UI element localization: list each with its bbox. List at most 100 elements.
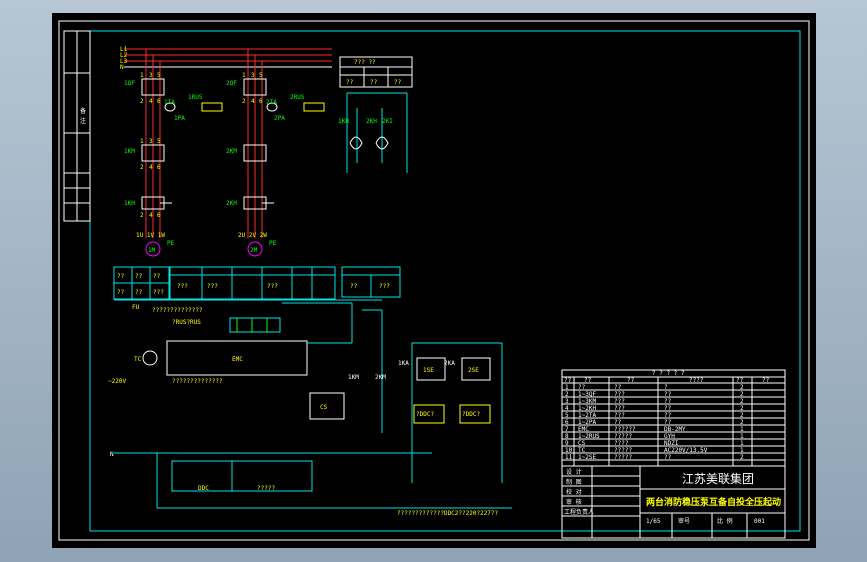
bom-cell: 1 bbox=[740, 447, 744, 454]
se-1-box bbox=[416, 357, 446, 381]
ka-label: 2KA bbox=[444, 360, 455, 367]
pin-label: 2 bbox=[242, 98, 246, 105]
bom-cell: 2 bbox=[740, 454, 744, 461]
motor-2-icon bbox=[247, 241, 263, 257]
level-switch-label: 1KH bbox=[338, 118, 349, 125]
bom-cell: ??? bbox=[614, 398, 625, 405]
pins-row-label: ?????????????? bbox=[152, 307, 203, 314]
pe-label: PE bbox=[167, 240, 175, 247]
bom-cell: 1~3KM bbox=[578, 398, 596, 405]
cad-viewport[interactable]: 备 注 L1 L2 L3 N 1 3 5 1QF 2 4 6 1TA 1PA 1… bbox=[52, 13, 816, 548]
bom-cell: ????? bbox=[614, 447, 632, 454]
motor-terminal-label: 2U 2V 2W bbox=[238, 232, 267, 239]
bom-cell: ?? bbox=[664, 398, 672, 405]
bom-cell: AC220V/13.5V bbox=[664, 447, 708, 454]
bom-cell: 5 bbox=[565, 412, 569, 419]
bom-cell: 2 bbox=[740, 405, 744, 412]
motor-2-label: 2M bbox=[250, 247, 258, 254]
pa-label: 1PA bbox=[174, 115, 185, 122]
feeder-2: 1 3 5 2QF 2 4 6 2TA 2PA 2RUS 2KM 2KH 2U … bbox=[226, 49, 325, 257]
pin-label: 5 bbox=[157, 138, 161, 145]
bom-cell: CS bbox=[578, 440, 586, 447]
bom-header: ???? bbox=[689, 377, 704, 384]
left-title-strip: 备 注 bbox=[63, 30, 91, 222]
bom-header: ?? bbox=[564, 377, 572, 384]
relay-label-1kh: 1KH bbox=[124, 200, 135, 207]
ddc-label: ?DDC? bbox=[462, 411, 480, 418]
bom-cell: 1~2RUS bbox=[578, 433, 600, 440]
neutral-label: N bbox=[110, 451, 114, 458]
emc-pins-row: ?????????????? bbox=[172, 378, 223, 385]
bom-cell: TC bbox=[578, 447, 586, 454]
bom-cell: 3 bbox=[565, 398, 569, 405]
level-switch-label: 2KH bbox=[366, 118, 377, 125]
pin-label: 3 bbox=[251, 72, 255, 79]
terminal-tables: ?? ?? ?? ?? ?? ??? ??? ??? ??? ?? ??? bbox=[113, 266, 401, 300]
bom-cell: ???? bbox=[614, 440, 629, 447]
bom-cell: ?? bbox=[664, 405, 672, 412]
level-float-icon bbox=[375, 136, 389, 150]
bom-cell: ????? bbox=[614, 433, 632, 440]
pa-label: 2PA bbox=[274, 115, 285, 122]
pin-label: 4 bbox=[149, 164, 153, 171]
bom-header: ?? bbox=[584, 377, 592, 384]
bom-cell: 7 bbox=[565, 426, 569, 433]
role-label: 审 核 bbox=[566, 498, 582, 506]
bom-cell: 11 bbox=[565, 454, 573, 461]
pin-label: 3 bbox=[149, 138, 153, 145]
bom-cell: ??? bbox=[614, 391, 625, 398]
role-label: 校 对 bbox=[566, 488, 582, 496]
electrical-schematic: 备 注 L1 L2 L3 N 1 3 5 1QF 2 4 6 1TA 1PA 1… bbox=[58, 20, 810, 541]
bom-header: ?? bbox=[762, 377, 770, 384]
top-table-header: ??? ?? bbox=[354, 59, 376, 66]
bom-cell: 2 bbox=[740, 391, 744, 398]
bom-header: ?? bbox=[736, 377, 744, 384]
bom-cell: ????? bbox=[614, 454, 632, 461]
bom-cell: 2 bbox=[740, 419, 744, 426]
bom-cell: 10 bbox=[565, 447, 573, 454]
role-label: 制 图 bbox=[566, 478, 582, 486]
breaker-label-2qf: 2QF bbox=[226, 80, 237, 87]
relay-label-2kh: 2KH bbox=[226, 200, 237, 207]
bom-cell: ? bbox=[664, 384, 668, 391]
drawing-title: 两台消防稳压泵互备自投全压起动 bbox=[646, 496, 781, 508]
terminal-label: ??? bbox=[177, 283, 188, 290]
cs-controller bbox=[309, 392, 345, 420]
pin-label: 5 bbox=[157, 72, 161, 79]
bom-header: ?? bbox=[627, 377, 635, 384]
ddc-bottom-label: DDC bbox=[198, 485, 209, 492]
bom-cell: 2 bbox=[740, 412, 744, 419]
bom-cell: GYH bbox=[664, 433, 675, 440]
terminal-label: ?? bbox=[135, 273, 143, 280]
title-code: 001 bbox=[754, 518, 765, 525]
current-transformer-icon bbox=[164, 102, 176, 112]
bom-cell: 6 bbox=[565, 419, 569, 426]
bom-cell: 1 bbox=[740, 433, 744, 440]
title-code: 比 例 bbox=[717, 517, 733, 525]
ta-label: 1TA bbox=[164, 99, 175, 106]
bom-cell: ?? bbox=[614, 384, 622, 391]
feeder-1: 1 3 5 1QF 2 4 6 1TA 1PA 1RUS 1KM 1 3 5 2… bbox=[124, 49, 223, 257]
emc-bottom-label: ????? bbox=[257, 485, 275, 492]
emc-label: EMC bbox=[232, 356, 243, 363]
bom-cell: 1~2KH bbox=[578, 405, 596, 412]
footer-code: ?????????????DDC2??220?227?? bbox=[397, 510, 499, 517]
pin-label: 6 bbox=[157, 164, 161, 171]
terminal-label: ??? bbox=[267, 283, 278, 290]
company-name: 江苏美联集团 bbox=[682, 471, 754, 486]
bom-cell: 2 bbox=[565, 391, 569, 398]
bom-cell: 4 bbox=[565, 405, 569, 412]
bom-cell: 2 bbox=[740, 384, 744, 391]
bus-label-l2: L2 bbox=[120, 52, 128, 59]
breaker-label-1qf: 1QF bbox=[124, 80, 135, 87]
contactor-label-1km: 1KM bbox=[124, 148, 135, 155]
bom-cell: 9 bbox=[565, 440, 569, 447]
bom-cell: 1~2PA bbox=[578, 419, 596, 426]
se-2-box bbox=[461, 357, 491, 381]
km-tag: 2KM bbox=[375, 374, 386, 381]
ta-label: 2TA bbox=[266, 99, 277, 106]
terminal-label: ?? bbox=[117, 273, 125, 280]
pe-label: PE bbox=[269, 240, 277, 247]
pin-label: 2 bbox=[140, 212, 144, 219]
